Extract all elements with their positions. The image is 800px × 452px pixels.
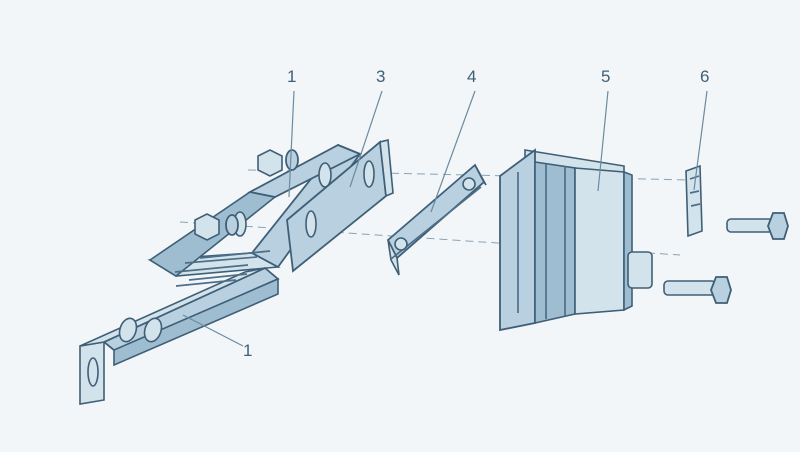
leader-lines [182, 90, 708, 347]
label-part-4: 4 [467, 67, 476, 86]
plate-3 [286, 138, 394, 273]
guide-rail-5 [499, 148, 633, 332]
label-part-6: 6 [700, 67, 709, 86]
clip-6 [685, 164, 703, 238]
bracket-lower [79, 266, 280, 405]
nut-group [194, 149, 299, 241]
label-part-1-bottom: 1 [243, 341, 252, 360]
bolt-group [627, 212, 789, 304]
label-part-3: 3 [376, 67, 385, 86]
plate-4 [386, 163, 487, 276]
label-part-5: 5 [601, 67, 610, 86]
label-part-1-top: 1 [287, 67, 296, 86]
